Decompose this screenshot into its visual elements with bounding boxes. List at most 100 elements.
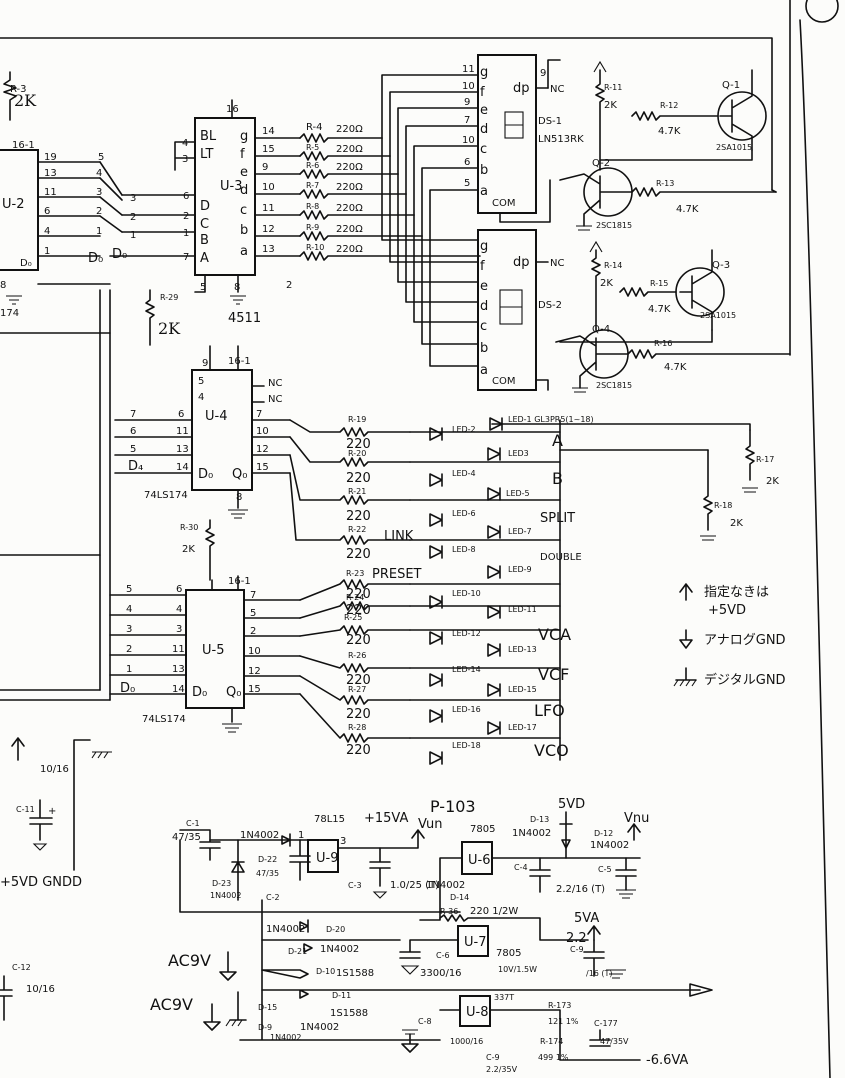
d14-part: 1N4002 (426, 880, 465, 891)
d20-part: 1N4002 (266, 924, 305, 935)
d10-label: D-10 (316, 967, 335, 976)
c11-value: 10/16 (40, 764, 69, 775)
svg-text:LED-13: LED-13 (508, 645, 537, 654)
svg-text:LED-9: LED-9 (508, 565, 532, 574)
d15-part: 1N4002 (300, 1022, 339, 1033)
display-ds2: g f e d c b a dp COM NC DS-2 (477, 229, 564, 391)
svg-text:10: 10 (256, 426, 269, 437)
c8-label: C-8 (418, 1017, 432, 1026)
c11-label: C-11 (16, 805, 35, 814)
svg-text:220: 220 (346, 471, 371, 486)
r174-label: R-174 (540, 1037, 563, 1046)
c1-value: 47/35 (172, 832, 201, 843)
d12-label: D-12 (594, 829, 613, 838)
d21-part: 1N4002 (320, 944, 359, 955)
five-vd-label: 5VD (558, 797, 585, 812)
led1-label: LED-1 GL3PR5(1~18) (508, 415, 594, 424)
svg-text:R-21: R-21 (348, 487, 366, 496)
svg-text:7: 7 (464, 115, 470, 126)
svg-text:1: 1 (44, 246, 50, 257)
svg-text:d: d (480, 299, 488, 314)
svg-text:f: f (240, 147, 245, 162)
r15-label: R-15 (650, 279, 668, 288)
svg-text:13: 13 (172, 664, 185, 675)
r16-value: 4.7K (664, 362, 687, 373)
r18-label: R-18 (714, 501, 732, 510)
c2-value: 47/35 (256, 869, 279, 878)
svg-text:COM: COM (492, 376, 515, 387)
u4-q0: Q₀ (232, 467, 247, 482)
svg-text:c: c (480, 319, 487, 334)
u5-vcc: 16-1 (228, 576, 251, 587)
label-split: SPLIT (540, 511, 575, 526)
svg-text:220: 220 (346, 603, 371, 618)
c3-value: 1.0/25 (T) (390, 880, 439, 891)
svg-text:LED-12: LED-12 (452, 629, 481, 638)
r13-label: R-13 (656, 179, 674, 188)
u4-part: 74LS174 (144, 490, 188, 501)
u7-note: 10V/1.5W (498, 965, 537, 974)
d15-label: D-15 (258, 1003, 277, 1012)
u6-part: 7805 (470, 824, 495, 835)
d13-part: 1N4002 (512, 828, 551, 839)
label-vcf: VCF (538, 665, 569, 684)
q1-label: Q-1 (722, 80, 740, 91)
u8-part: 337T (494, 993, 514, 1002)
svg-text:LED-6: LED-6 (452, 509, 476, 518)
r36-value: 220 1/2W (470, 906, 518, 917)
svg-text:f: f (480, 85, 485, 100)
q1-part: 2SA1015 (716, 143, 752, 152)
svg-text:R-27: R-27 (348, 685, 366, 694)
r29-label: R-29 (160, 293, 178, 302)
ac9v-1-label: AC9V (168, 951, 211, 970)
plus15va-label: +15VA (364, 811, 408, 826)
svg-text:R-23: R-23 (346, 569, 364, 578)
svg-text:9: 9 (202, 358, 208, 369)
svg-text:d: d (480, 122, 488, 137)
svg-text:COM: COM (492, 198, 515, 209)
r19-value: 220 (346, 437, 371, 452)
svg-text:5: 5 (126, 584, 132, 595)
svg-text:e: e (480, 103, 488, 118)
d22-label: D-22 (258, 855, 277, 864)
svg-text:e: e (240, 165, 248, 180)
svg-text:10: 10 (248, 646, 261, 657)
svg-text:13: 13 (262, 244, 275, 255)
svg-text:220: 220 (346, 673, 371, 688)
five-va-label: 5VA (574, 911, 599, 926)
svg-text:7: 7 (250, 590, 256, 601)
svg-text:220Ω: 220Ω (336, 182, 363, 193)
svg-text:14: 14 (262, 126, 275, 137)
vnu-label: Vnu (624, 811, 649, 826)
r16-label: R-16 (654, 339, 672, 348)
svg-text:19: 19 (44, 152, 57, 163)
transistor-resistors: R-11 2K R-12 4.7K R-13 4.7K R-14 2K R-15… (547, 59, 791, 373)
d11-part: 1S1588 (330, 1008, 368, 1019)
q2-part: 2SC1815 (596, 221, 632, 230)
svg-text:2: 2 (126, 644, 132, 655)
svg-text:4: 4 (182, 138, 188, 149)
u5-q0: Q₀ (226, 685, 241, 700)
svg-text:6: 6 (44, 206, 50, 217)
u7-label: U-7 (464, 935, 486, 950)
svg-text:LED-2: LED-2 (452, 425, 476, 434)
d23-label: D-23 (212, 879, 231, 888)
svg-text:13: 13 (176, 444, 189, 455)
r29-value: 2K (158, 319, 181, 338)
chip-u2-pin16: 16-1 (12, 140, 35, 151)
chip-u5-label: U-5 (202, 643, 224, 658)
svg-text:1: 1 (130, 230, 136, 241)
svg-text:10: 10 (262, 182, 275, 193)
svg-text:LED-10: LED-10 (452, 589, 481, 598)
svg-text:d: d (240, 183, 248, 198)
resistor-r30: R-30 2K (180, 519, 215, 581)
d9-part: 1N4002 (270, 1033, 301, 1042)
svg-text:R-28: R-28 (348, 723, 366, 732)
r11-value: 2K (604, 100, 617, 111)
c4-value: 2.2/16 (T) (556, 884, 605, 895)
legend-analog-gnd: アナログGND (704, 633, 786, 648)
r17-label: R-17 (756, 455, 774, 464)
svg-text:2: 2 (250, 626, 256, 637)
svg-text:f: f (480, 259, 485, 274)
